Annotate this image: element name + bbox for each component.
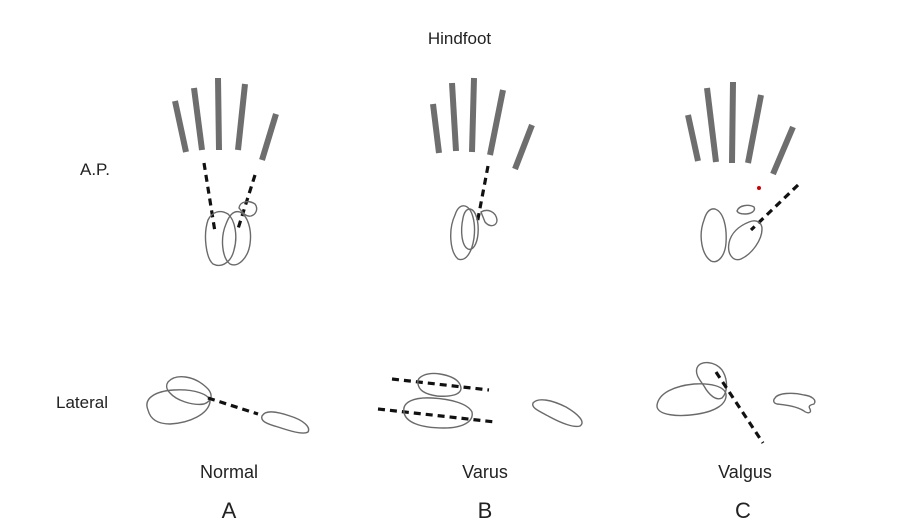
column-b-letter: B (477, 498, 493, 523)
ap-view-valgus (685, 81, 800, 263)
lateral-view-normal (146, 376, 310, 434)
talus-outline (695, 361, 728, 400)
calcaneus-outline (221, 210, 252, 266)
calcaneus-outline (727, 220, 763, 261)
navicular-outline (480, 209, 498, 227)
metatarsal-4 (745, 94, 764, 164)
talar-axis-line (749, 183, 800, 232)
metatarsal-5 (259, 113, 279, 161)
talar-axis-line (207, 396, 259, 416)
metatarsal-3 (729, 81, 736, 164)
metatarsal-1 (172, 100, 189, 153)
calcaneus-outline (146, 389, 211, 425)
ap-view-normal (172, 77, 279, 267)
marker-dot (757, 186, 761, 190)
calcaneus-outline (460, 208, 479, 251)
talus-outline (165, 376, 212, 406)
metatarsal-outline (260, 411, 310, 434)
metatarsal-outline (532, 399, 583, 428)
lateral-view-valgus (656, 361, 816, 444)
metatarsal-outline (773, 392, 816, 414)
column-c-letter: C (735, 498, 751, 523)
metatarsal-2 (704, 87, 719, 163)
calcaneal-axis-line (377, 407, 496, 424)
talocalcaneal-axis-line (475, 165, 490, 225)
metatarsal-3 (469, 77, 477, 153)
talus-outline (417, 372, 462, 397)
navicular-outline (238, 200, 258, 217)
diagram-title: Hindfoot (427, 29, 492, 48)
talus-outline (700, 208, 727, 263)
metatarsal-2 (449, 82, 459, 152)
calcaneus-outline (403, 397, 473, 429)
talus-outline (450, 205, 476, 261)
metatarsal-4 (487, 89, 506, 156)
ap-view-varus (430, 77, 535, 261)
talar-axis-line (202, 162, 217, 233)
metatarsal-5 (512, 123, 535, 171)
metatarsal-1 (430, 103, 442, 154)
metatarsal-3 (215, 77, 222, 151)
talar-axis-line (391, 377, 490, 392)
lateral-view-varus (377, 372, 583, 429)
column-c-caption: Valgus (718, 462, 772, 482)
metatarsal-1 (685, 114, 701, 162)
navicular-outline (736, 204, 756, 215)
metatarsal-2 (191, 87, 205, 151)
talus-outline (204, 210, 237, 267)
ap-row-label: A.P. (80, 160, 110, 179)
column-b-caption: Varus (462, 462, 508, 482)
column-a-letter: A (221, 498, 237, 523)
column-a-caption: Normal (199, 462, 258, 482)
calcaneal-axis-line (235, 174, 257, 233)
metatarsal-4 (235, 83, 248, 151)
calcaneus-outline (656, 383, 727, 417)
talar-axis-line (714, 371, 765, 444)
lateral-row-label: Lateral (56, 393, 108, 412)
metatarsal-5 (770, 125, 796, 176)
